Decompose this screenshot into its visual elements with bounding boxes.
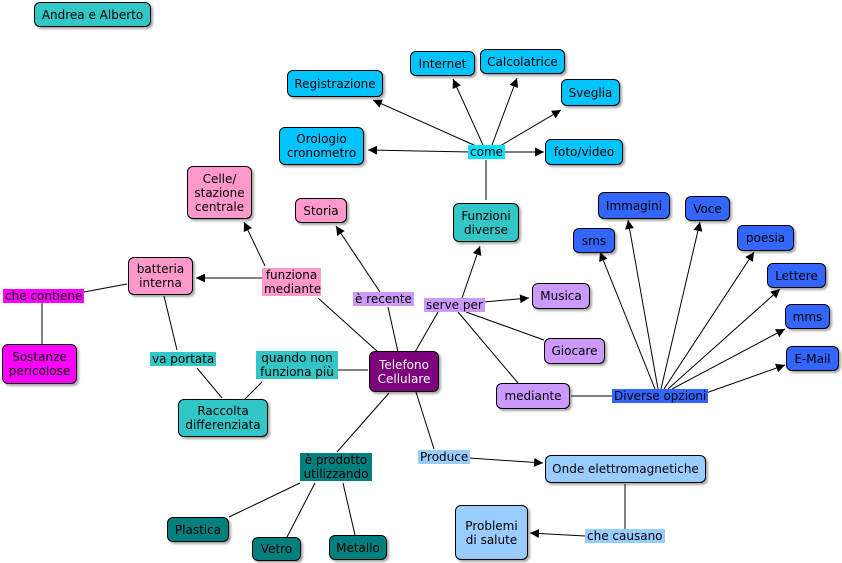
- node-sostanze[interactable]: Sostanze pericolose: [2, 344, 77, 384]
- node-calcolatrice[interactable]: Calcolatrice: [480, 49, 565, 74]
- node-voce[interactable]: Voce: [685, 196, 730, 221]
- node-giocare[interactable]: Giocare: [544, 338, 605, 364]
- link-che-contiene: che contiene: [3, 289, 85, 303]
- node-orologio[interactable]: Orologio cronometro: [279, 127, 364, 165]
- link-che-causano: che causano: [585, 529, 665, 543]
- link-quando-non-funziona: quando non funziona più: [256, 351, 338, 379]
- node-metallo[interactable]: Metallo: [329, 535, 387, 560]
- link-va-portata: va portata: [150, 352, 217, 366]
- link-come: come: [468, 145, 506, 159]
- node-mediante[interactable]: mediante: [496, 383, 570, 409]
- node-celle[interactable]: Celle/ stazione centrale: [187, 166, 252, 219]
- node-plastica[interactable]: Plastica: [167, 517, 229, 542]
- node-sveglia[interactable]: Sveglia: [561, 79, 620, 106]
- link-produce: Produce: [418, 450, 471, 464]
- node-storia[interactable]: Storia: [295, 198, 347, 223]
- node-email[interactable]: E-Mail: [786, 346, 839, 371]
- node-problemi[interactable]: Problemi di salute: [455, 505, 528, 560]
- authors-box[interactable]: Andrea e Alberto: [34, 2, 151, 27]
- node-telefono[interactable]: Telefono Cellulare: [369, 351, 439, 392]
- node-internet[interactable]: Internet: [410, 51, 475, 76]
- link-serve-per: serve per: [424, 298, 485, 312]
- link-diverse-opzioni: Diverse opzioni: [612, 389, 709, 403]
- node-registrazione[interactable]: Registrazione: [287, 70, 383, 97]
- node-poesia[interactable]: poesia: [737, 225, 794, 251]
- node-immagini[interactable]: Immagini: [598, 192, 670, 219]
- node-lettere[interactable]: Lettere: [767, 263, 826, 288]
- node-sms[interactable]: sms: [573, 228, 615, 253]
- link-funziona-mediante: funziona mediante: [262, 268, 322, 296]
- node-funzioni[interactable]: Funzioni diverse: [453, 203, 519, 242]
- node-raccolta[interactable]: Raccolta differenziata: [178, 399, 268, 437]
- link-e-recente: è recente: [353, 292, 414, 306]
- node-onde[interactable]: Onde elettromagnetiche: [545, 455, 706, 483]
- node-vetro[interactable]: Vetro: [252, 537, 301, 561]
- node-foto-video[interactable]: foto/video: [545, 139, 623, 165]
- node-batteria[interactable]: batteria interna: [128, 257, 193, 295]
- node-musica[interactable]: Musica: [532, 283, 590, 309]
- node-mms[interactable]: mms: [785, 304, 830, 329]
- link-e-prodotto: è prodotto utilizzando: [300, 453, 372, 481]
